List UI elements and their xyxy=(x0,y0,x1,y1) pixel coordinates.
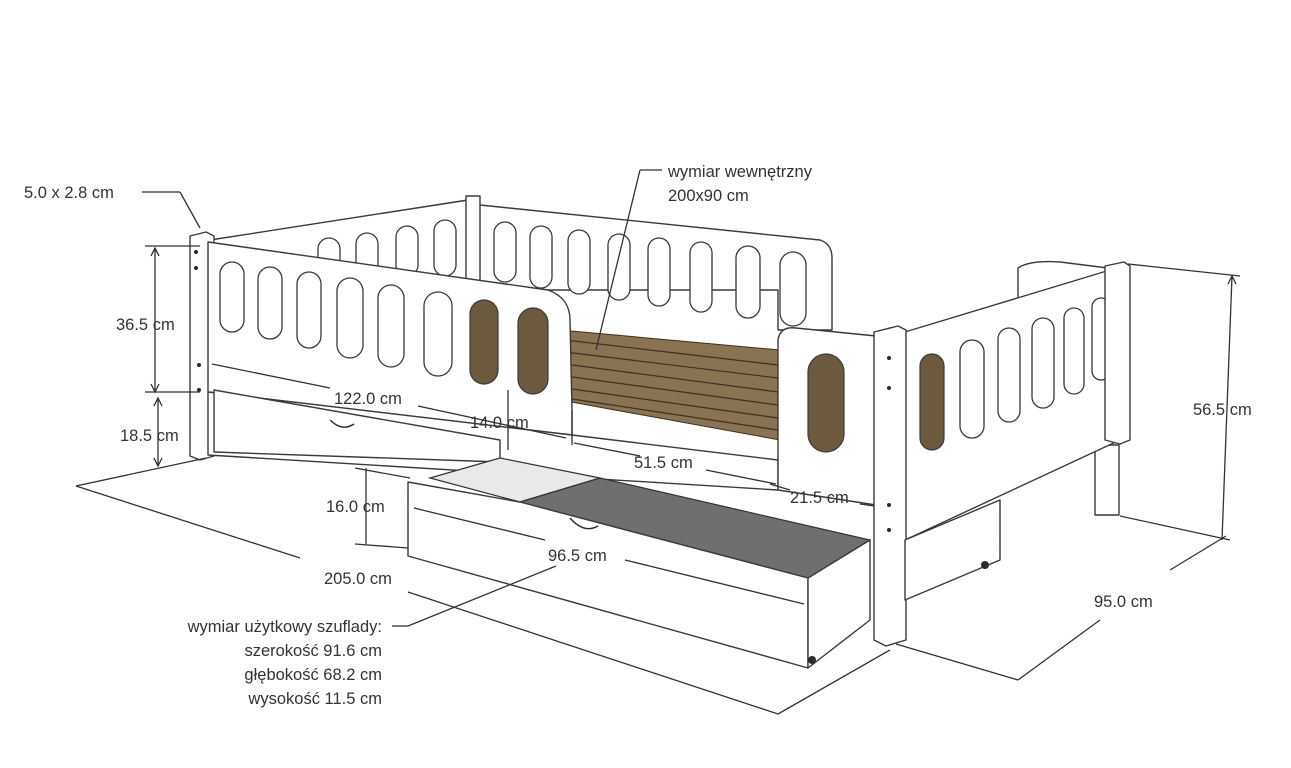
front-rail-slots xyxy=(219,261,549,395)
label-inner-size-line1: wymiar wewnętrzny xyxy=(667,163,813,181)
label-drawer-usable-title: wymiar użytkowy szuflady: xyxy=(187,618,382,636)
back-panel-slots xyxy=(317,219,807,327)
label-drawer-depth: głębokość 68.2 cm xyxy=(244,666,382,684)
label-back-rail-height: 36.5 cm xyxy=(116,316,175,334)
dimension-lines xyxy=(75,169,1241,715)
label-gap: 14.0 cm xyxy=(470,414,529,432)
label-total-height: 56.5 cm xyxy=(1193,401,1252,419)
right-drawer xyxy=(407,457,1001,669)
label-drawer-inner-height: wysokość 11.5 cm xyxy=(247,690,382,708)
label-leg-height: 18.5 cm xyxy=(120,427,179,445)
label-drawer-width: szerokość 91.6 cm xyxy=(244,642,382,660)
label-drawer-length: 96.5 cm xyxy=(548,547,607,565)
label-drawer-height: 16.0 cm xyxy=(326,498,385,516)
label-opening: 51.5 cm xyxy=(634,454,693,472)
label-post-section: 5.0 x 2.8 cm xyxy=(24,184,114,202)
label-total-length: 205.0 cm xyxy=(324,570,392,588)
front-guard-rail xyxy=(207,241,573,436)
back-panel xyxy=(209,195,833,331)
dimension-labels: 5.0 x 2.8 cm wymiar wewnętrzny 200x90 cm… xyxy=(24,163,1252,708)
footboard-slots xyxy=(919,297,1111,451)
footboard xyxy=(873,261,1131,647)
label-footboard-offset: 21.5 cm xyxy=(790,489,849,507)
front-end-guard xyxy=(777,327,877,506)
label-total-width: 95.0 cm xyxy=(1094,593,1153,611)
label-guard-length: 122.0 cm xyxy=(334,390,402,408)
label-inner-size-line2: 200x90 cm xyxy=(668,187,749,205)
slatted-base xyxy=(559,329,781,441)
